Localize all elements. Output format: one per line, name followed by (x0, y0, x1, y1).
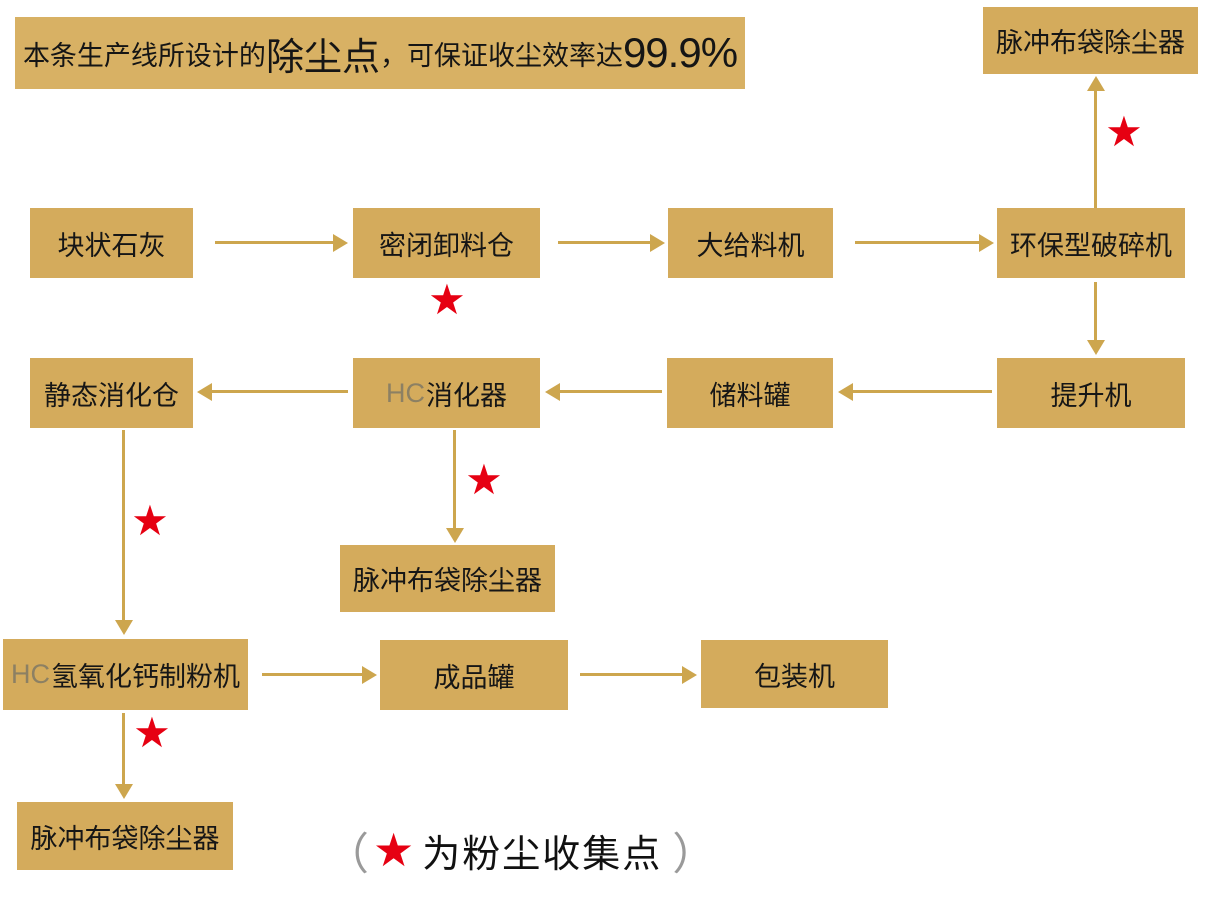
node-label: 提升机 (1050, 380, 1132, 411)
arrow-lime-to-unloading-bin (215, 233, 348, 252)
node-label: 包装机 (754, 661, 835, 692)
arrow-unloading-bin-to-feeder (558, 233, 665, 252)
arrow-elevator-to-storage-tank (838, 382, 992, 401)
node-big-feeder: 大给料机 (668, 208, 833, 278)
arrow-crusher-to-elevator (1086, 282, 1105, 355)
legend-text: 为粉尘收集点 (422, 833, 663, 876)
banner-text-2: ，可保证收尘效率达 (379, 40, 623, 71)
node-label: 静态消化仓 (44, 380, 179, 411)
legend: （ ★ 为粉尘收集点 ） (325, 820, 716, 880)
node-label: 储料罐 (709, 380, 791, 411)
banner-text-1: 本条生产线所设计的 (22, 40, 266, 71)
arrow-product-tank-to-packer (580, 665, 697, 684)
dust-point-star-unloading-bin: ★ (428, 276, 466, 323)
arrow-hc-mill-to-product-tank (262, 665, 377, 684)
arrow-feeder-to-crusher (855, 233, 994, 252)
node-sealed-unloading-bin: 密闭卸料仓 (353, 208, 540, 278)
node-label: 环保型破碎机 (1010, 230, 1172, 261)
banner-text-emphasis: 除尘点 (265, 36, 380, 79)
node-pulse-bag-dust-collector-top: 脉冲布袋除尘器 (983, 7, 1198, 74)
legend-star-icon: ★ (373, 824, 415, 876)
arrow-hc-mill-to-dust-collector-bottom (114, 713, 133, 799)
node-pulse-bag-dust-collector-bottom: 脉冲布袋除尘器 (17, 802, 233, 870)
node-label: 消化器 (426, 380, 507, 411)
node-storage-tank: 储料罐 (667, 358, 833, 428)
node-label-prefix: HC (11, 659, 50, 689)
banner-efficiency-value: 99.9% (622, 29, 738, 76)
dust-point-star-hc-digester: ★ (465, 456, 503, 503)
arrow-crusher-to-dust-collector-top (1086, 76, 1105, 208)
arrow-static-silo-to-hc-mill (114, 430, 133, 635)
dust-point-star-hc-mill: ★ (133, 709, 171, 756)
node-label: 块状石灰 (57, 230, 166, 261)
node-pulse-bag-dust-collector-middle: 脉冲布袋除尘器 (340, 545, 555, 612)
node-bucket-elevator: 提升机 (997, 358, 1185, 428)
node-label: 成品罐 (433, 662, 515, 693)
node-label: 脉冲布袋除尘器 (996, 28, 1185, 58)
node-static-digestion-silo: 静态消化仓 (30, 358, 193, 428)
node-label: 脉冲布袋除尘器 (30, 823, 220, 854)
arrow-hc-digester-to-static-silo (197, 382, 348, 401)
arrow-storage-tank-to-hc-digester (545, 382, 662, 401)
node-eco-crusher: 环保型破碎机 (997, 208, 1185, 278)
arrow-hc-digester-to-dust-collector-middle (445, 430, 464, 543)
node-label: 大给料机 (696, 230, 805, 261)
node-label: 氢氧化钙制粉机 (51, 662, 240, 692)
node-label-prefix: HC (386, 377, 425, 408)
node-packing-machine: 包装机 (701, 640, 888, 708)
legend-open-paren: （ (325, 830, 369, 879)
node-lump-lime: 块状石灰 (30, 208, 193, 278)
dust-point-star-crusher: ★ (1105, 108, 1143, 155)
node-label: 密闭卸料仓 (379, 230, 514, 261)
node-label: 脉冲布袋除尘器 (353, 566, 542, 596)
node-product-tank: 成品罐 (380, 640, 568, 710)
legend-close-paren: ） (672, 830, 717, 879)
dust-point-star-static-silo: ★ (131, 497, 169, 544)
